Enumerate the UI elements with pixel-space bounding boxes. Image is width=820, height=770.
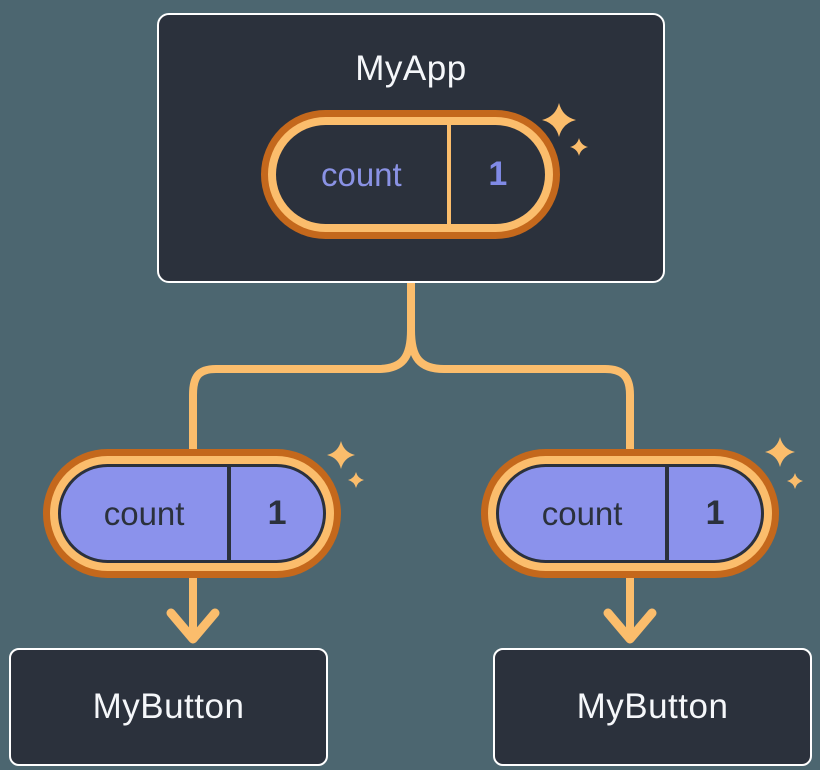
component-card-mybutton-right: MyButton [493, 648, 812, 766]
connector-branch-right [407, 326, 634, 640]
prop-pill-right: count 1 [481, 449, 779, 578]
prop-value: 1 [705, 494, 725, 532]
pill-divider [665, 467, 670, 560]
state-pill-anchor: count 1 [157, 13, 665, 283]
state-label: count [320, 155, 402, 193]
component-title: MyButton [92, 687, 245, 726]
connector-branch-left [189, 326, 415, 640]
state-value: 1 [488, 155, 508, 193]
state-pill: count 1 [261, 110, 560, 239]
pill-divider [227, 467, 232, 560]
component-title: MyApp [355, 49, 467, 88]
prop-pill-body: count 1 [496, 464, 764, 563]
pill-divider [446, 125, 451, 224]
arrow-down-icon [603, 608, 657, 644]
prop-pill-left: count 1 [43, 449, 341, 578]
prop-value: 1 [267, 494, 287, 532]
prop-label: count [541, 494, 623, 532]
state-pill-body: count 1 [276, 125, 545, 224]
component-title: MyButton [576, 687, 729, 726]
prop-pill-body: count 1 [58, 464, 326, 563]
prop-pill-ring: count 1 [50, 456, 334, 571]
prop-label: count [103, 494, 185, 532]
state-pill-ring: count 1 [268, 117, 553, 232]
component-card-mybutton-left: MyButton [9, 648, 328, 766]
prop-pill-ring: count 1 [488, 456, 772, 571]
arrow-down-icon [166, 608, 220, 644]
